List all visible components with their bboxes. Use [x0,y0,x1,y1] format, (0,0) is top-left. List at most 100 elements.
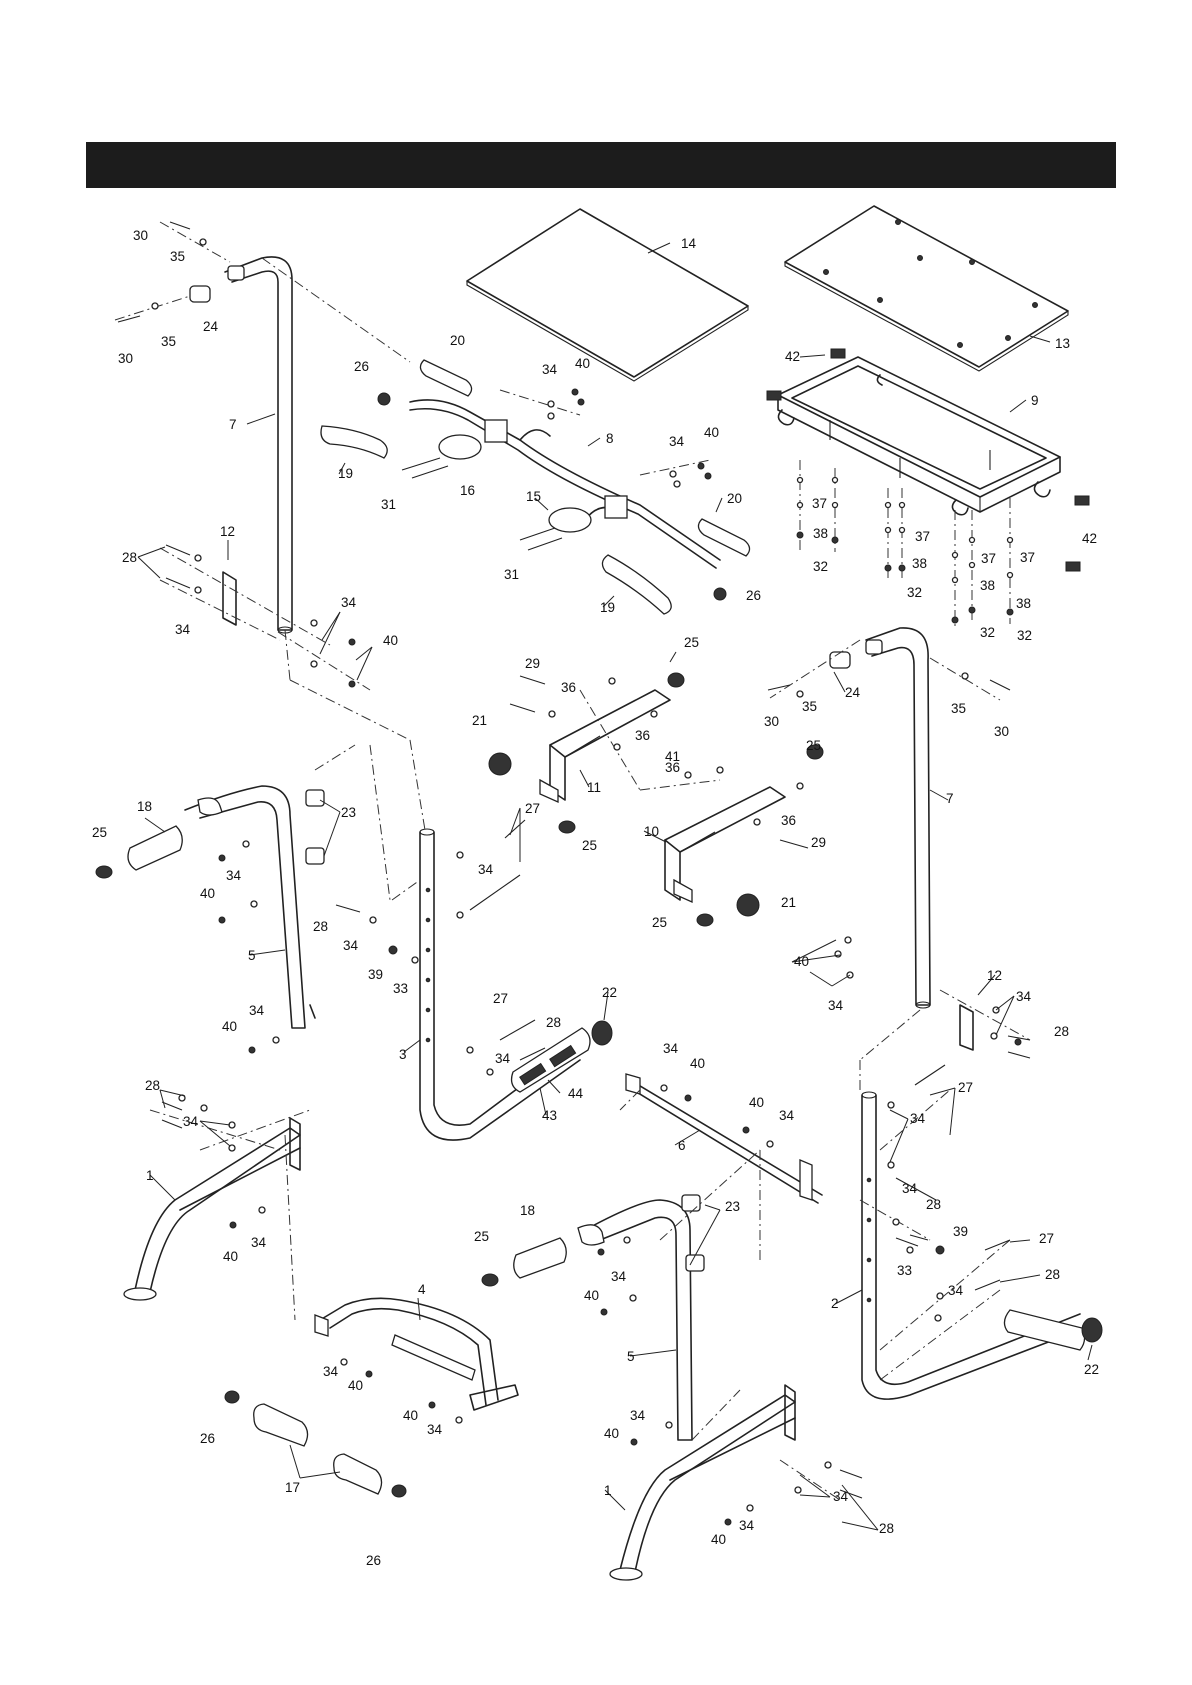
part-label: 9 [1031,393,1039,408]
part-label: 36 [781,813,796,828]
part-label: 36 [635,728,650,743]
part-label: 6 [678,1138,686,1153]
part-42-cap [1065,561,1081,572]
part-label: 17 [285,1480,300,1495]
part-label: 38 [980,578,995,593]
part-label: 40 [223,1249,238,1264]
part-label: 12 [220,524,235,539]
part-1-base-right [609,1384,796,1581]
part-label: 25 [806,738,821,753]
part-label: 40 [575,356,590,371]
part-24-bracket [189,285,211,303]
part-label: 32 [1017,628,1032,643]
part-7-upright-right [865,627,931,1009]
part-9-tray-frame [777,356,1061,516]
part-label: 34 [226,868,242,883]
part-label: 22 [602,985,617,1000]
part-label: 28 [546,1015,561,1030]
part-label: 34 [249,1003,265,1018]
part-label: 27 [958,1080,973,1095]
part-12-bracket-left [222,571,237,626]
part-label: 32 [813,559,828,574]
part-label: 26 [354,359,369,374]
part-label: 28 [879,1521,894,1536]
part-26-cap [377,392,391,406]
part-label: 14 [681,236,697,251]
part-label: 42 [785,349,800,364]
part-25-cap [667,672,685,688]
part-label: 40 [200,886,215,901]
part-label: 37 [1020,550,1035,565]
part-label: 26 [366,1553,381,1568]
part-label: 27 [1039,1231,1054,1246]
part-label: 34 [478,862,494,877]
part-label: 34 [542,362,558,377]
part-3-center-post [419,828,581,1141]
part-label: 40 [794,954,809,969]
part-18-pad [513,1237,567,1279]
part-label: 32 [980,625,995,640]
part-label: 28 [313,919,328,934]
part-label: 38 [813,526,828,541]
part-15-knob [548,507,592,533]
part-label: 16 [460,483,475,498]
part-21-knob [736,893,760,917]
part-2-post-right [861,1091,1086,1400]
part-label: 28 [926,1197,941,1212]
part-11-knob-bracket [539,689,671,804]
part-label: 25 [684,635,699,650]
part-24-bracket [829,651,851,669]
part-label: 34 [910,1111,926,1126]
part-label: 24 [203,319,219,334]
part-label: 30 [133,228,148,243]
part-label: 21 [472,713,487,728]
part-label: 34 [630,1408,646,1423]
part-label: 18 [137,799,152,814]
part-1-base-left [123,1117,301,1301]
part-label: 35 [161,334,176,349]
part-label: 26 [746,588,761,603]
part-label: 34 [427,1422,443,1437]
part-label: 19 [338,466,353,481]
part-label: 21 [781,895,796,910]
part-label: 26 [200,1431,215,1446]
part-label: 34 [1016,989,1032,1004]
part-label: 40 [383,633,398,648]
part-label: 34 [183,1114,199,1129]
tray-hardware-bolts [796,476,1014,624]
part-label: 19 [600,600,615,615]
part-17-foot-pads [253,1403,383,1495]
part-label: 8 [606,431,614,446]
part-5-arm-left [184,785,316,1029]
part-label: 34 [611,1269,627,1284]
hardware-bolts [117,221,1031,1499]
part-label: 4 [418,1282,426,1297]
part-label: 37 [812,496,827,511]
part-label: 36 [665,760,680,775]
part-6-crossbar [625,1073,823,1204]
part-label: 33 [393,981,408,996]
part-label: 40 [749,1095,764,1110]
part-42-cap [766,390,782,401]
part-42-cap [1074,495,1090,506]
part-21-knob [488,752,512,776]
part-label: 40 [690,1056,705,1071]
part-23-bracket [681,1194,701,1212]
part-label: 15 [526,489,541,504]
part-label: 23 [725,1199,740,1214]
part-label: 38 [1016,596,1031,611]
part-label: 25 [92,825,107,840]
part-label: 35 [170,249,185,264]
part-label: 37 [915,529,930,544]
part-label: 5 [248,948,256,963]
part-23-bracket [305,847,325,865]
part-label: 10 [644,824,659,839]
part-label: 3 [399,1047,407,1062]
part-label: 28 [145,1078,160,1093]
part-26-cap [224,1390,240,1404]
part-label: 29 [525,656,540,671]
part-31-bolts [401,457,563,551]
part-label: 35 [951,701,966,716]
part-23-bracket [685,1254,705,1272]
